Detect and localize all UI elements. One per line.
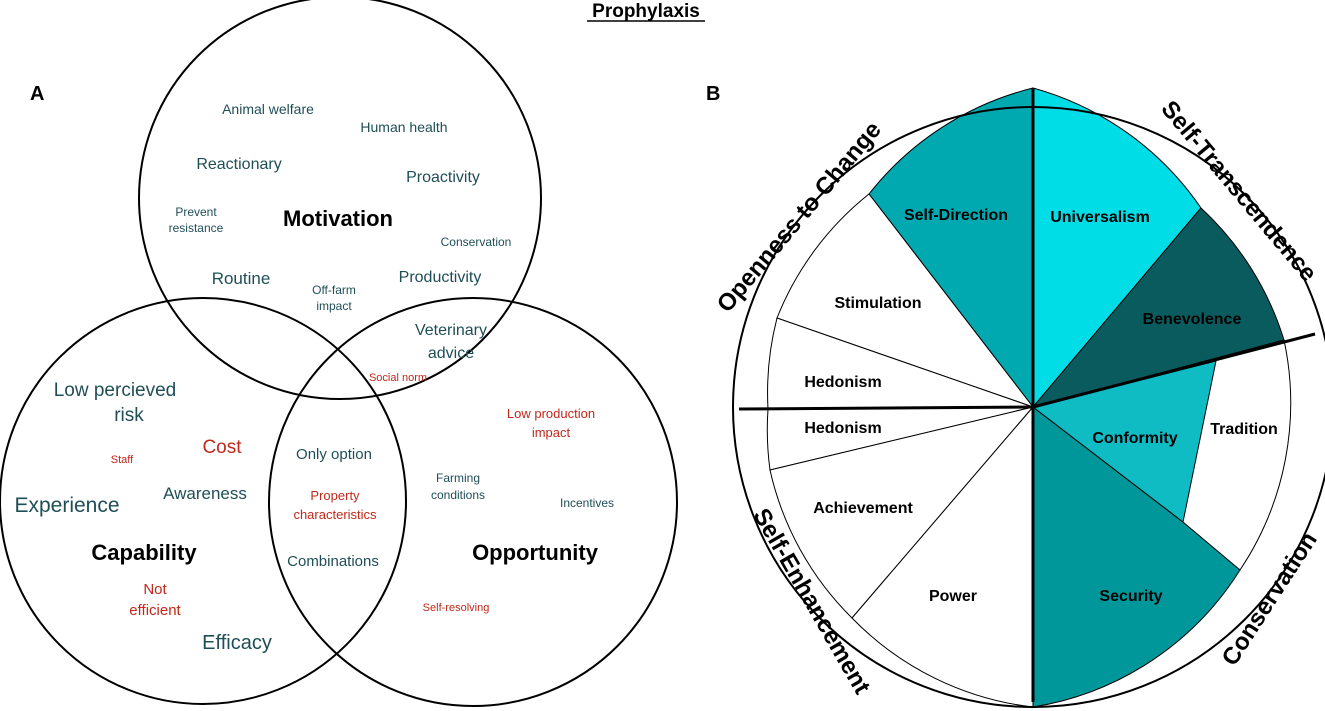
low-production: Low production: [507, 406, 595, 421]
productivity: Productivity: [399, 269, 482, 286]
property: Property: [310, 488, 360, 503]
not-efficient: efficient: [129, 602, 181, 619]
stimulation-label: Stimulation: [834, 295, 921, 312]
motivation-circle: [138, 0, 542, 400]
risk: risk: [114, 405, 144, 426]
panel-b-label: B: [706, 83, 720, 105]
value-wheel: [732, 87, 1325, 708]
not: Not: [143, 581, 167, 598]
proactivity: Proactivity: [406, 169, 480, 186]
figure-title: Prophylaxis: [592, 1, 700, 22]
cost: Cost: [202, 437, 242, 458]
panel-a: A Motivation Animal welfare Human health…: [0, 0, 678, 707]
self-direction-label: Self-Direction: [904, 207, 1008, 224]
security-label: Security: [1099, 588, 1162, 605]
farming-conditions: conditions: [431, 488, 485, 502]
property-characteristics: characteristics: [293, 507, 377, 522]
hedonism-upper-label: Hedonism: [804, 374, 881, 391]
capability-label: Capability: [91, 540, 197, 565]
incentives: Incentives: [560, 496, 614, 510]
tradition-label: Tradition: [1210, 421, 1278, 438]
opportunity-circle: [268, 297, 678, 707]
awareness: Awareness: [163, 484, 247, 503]
human-health: Human health: [360, 119, 447, 135]
panel-a-label: A: [30, 83, 44, 105]
opportunity-label: Opportunity: [472, 540, 599, 565]
routine: Routine: [212, 269, 271, 288]
animal-welfare: Animal welfare: [222, 101, 314, 117]
hedonism-lower-label: Hedonism: [804, 420, 881, 437]
motivation-label: Motivation: [283, 206, 393, 231]
self-direction-wedge: [868, 87, 1034, 409]
experience: Experience: [14, 494, 119, 517]
only-option: Only option: [296, 446, 372, 463]
stimulation-wedge: [776, 193, 1035, 409]
capability-circle: [0, 297, 407, 705]
right-divider: [1032, 332, 1316, 409]
staff: Staff: [111, 454, 134, 466]
achievement-label: Achievement: [813, 500, 913, 517]
veterinary-advice: advice: [428, 345, 474, 362]
low-percieved: Low percieved: [54, 380, 177, 401]
universalism-wedge: [1032, 87, 1202, 409]
conservation-item: Conservation: [441, 235, 512, 249]
prevent: Prevent: [175, 205, 217, 219]
off-farm: Off-farm: [312, 283, 356, 297]
left-divider: [738, 405, 1034, 411]
efficacy: Efficacy: [202, 632, 272, 654]
veterinary: Veterinary: [415, 322, 487, 339]
power-wedge: [851, 405, 1034, 708]
reactionary: Reactionary: [196, 156, 281, 173]
self-resolving: Self-resolving: [423, 602, 490, 614]
resistance: resistance: [169, 221, 224, 235]
farming: Farming: [436, 471, 480, 485]
combinations: Combinations: [287, 553, 379, 570]
universalism-label: Universalism: [1050, 209, 1150, 226]
low-production-impact: impact: [532, 425, 571, 440]
panel-b: B Self-Direction Universalism Benevolenc…: [706, 83, 1325, 708]
off-farm-impact: impact: [316, 299, 352, 313]
social-norm: Social norm: [369, 372, 427, 384]
benevolence-wedge: [1031, 207, 1285, 408]
conformity-label: Conformity: [1092, 430, 1177, 447]
security-wedge: [1032, 405, 1241, 708]
power-label: Power: [929, 588, 977, 605]
achievement-wedge: [769, 406, 1035, 619]
benevolence-label: Benevolence: [1143, 311, 1242, 328]
